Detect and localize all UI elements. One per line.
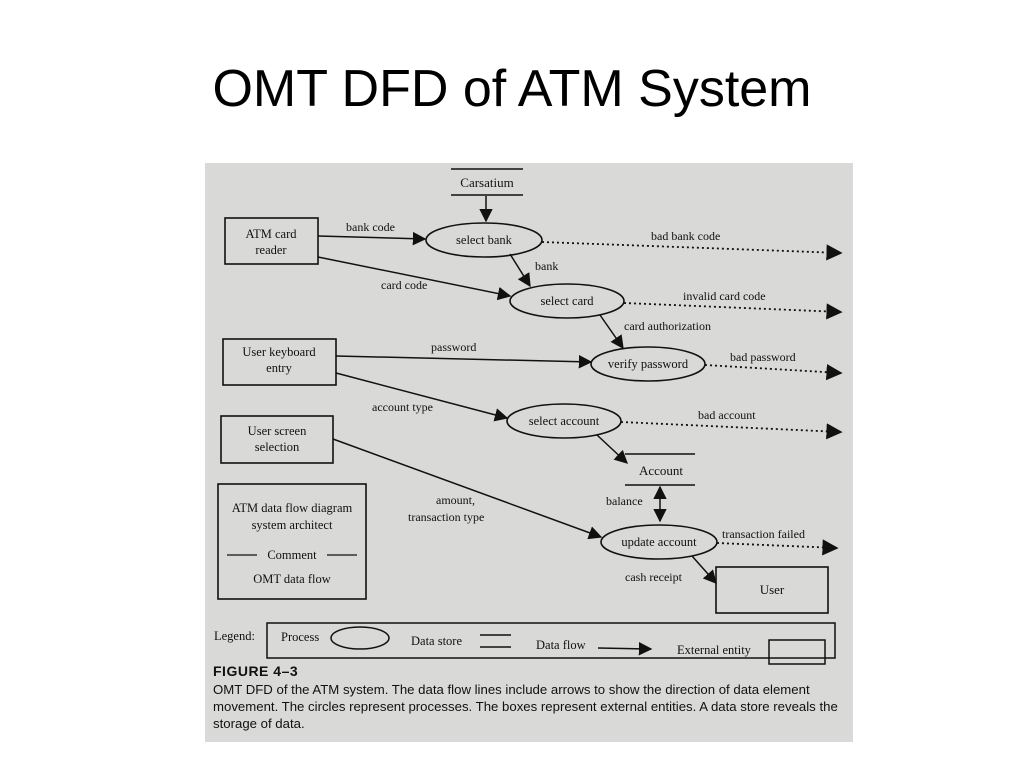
label-bank: bank [535, 259, 558, 273]
title-box: ATM data flow diagram system architect C… [217, 483, 367, 600]
entity-screen-line1: User screen [248, 424, 307, 438]
label-invalid-card-code: invalid card code [683, 289, 766, 303]
entity-user-label: User [760, 582, 785, 597]
legend-process-symbol [330, 626, 390, 650]
label-cash-receipt: cash receipt [625, 570, 683, 584]
figure-scan: Carsatium ATM card reader User keyboard … [205, 163, 853, 742]
title-box-line2: system architect [252, 518, 333, 532]
entity-card-reader-line1: ATM card [245, 227, 297, 241]
legend-external-entity-symbol [768, 639, 826, 665]
figure-caption-text: OMT DFD of the ATM system. The data flow… [213, 682, 838, 731]
legend-data-flow-label: Data flow [536, 638, 586, 652]
process-select-account-label: select account [529, 414, 600, 428]
label-transaction-failed: transaction failed [722, 527, 805, 541]
flow-bank [509, 253, 531, 288]
flow-password [335, 354, 593, 369]
title-box-comment: Comment [267, 548, 317, 562]
process-select-bank-label: select bank [456, 233, 513, 247]
flow-card-code [317, 256, 512, 301]
title-box-footer: OMT data flow [253, 572, 331, 586]
process-update-account-label: update account [621, 535, 697, 549]
flow-amount-transaction [332, 438, 603, 540]
entity-card-reader: ATM card reader [224, 217, 319, 265]
entity-screen-line2: selection [255, 440, 300, 454]
process-update-account: update account [600, 524, 718, 560]
legend-process-label: Process [281, 630, 319, 644]
process-verify-password: verify password [590, 346, 706, 382]
entity-keyboard-line2: entry [266, 361, 292, 375]
label-card-code: card code [381, 278, 427, 292]
flow-card-authorization [599, 314, 624, 350]
label-bad-password: bad password [730, 350, 796, 364]
store-consortium: Carsatium [451, 168, 523, 196]
label-balance: balance [606, 494, 643, 508]
process-select-bank: select bank [425, 222, 543, 258]
entity-card-reader-line2: reader [255, 243, 287, 257]
entity-keyboard-line1: User keyboard [242, 345, 316, 359]
label-bank-code: bank code [346, 220, 395, 234]
legend: Legend: Process Data store Data flow Ext… [214, 622, 836, 665]
label-account-type: account type [372, 400, 433, 414]
label-password: password [431, 340, 476, 354]
process-select-card: select card [509, 283, 625, 319]
process-select-account: select account [506, 403, 622, 439]
flow-bank-code [317, 231, 427, 246]
flow-to-account-store [596, 434, 628, 464]
flow-bad-account [620, 421, 843, 440]
label-bad-account: bad account [698, 408, 756, 422]
flow-invalid-card-code [623, 302, 843, 320]
legend-data-store-label: Data store [411, 634, 462, 648]
store-consortium-label: Carsatium [460, 175, 513, 190]
label-transaction-type: transaction type [408, 510, 484, 524]
title-box-line1: ATM data flow diagram [232, 501, 353, 515]
process-verify-password-label: verify password [608, 357, 689, 371]
figure-label: FIGURE 4–3 [213, 663, 299, 679]
legend-external-entity-label: External entity [677, 643, 752, 657]
legend-label: Legend: [214, 629, 255, 643]
flow-cash-receipt [691, 555, 717, 585]
store-account-label: Account [639, 463, 683, 478]
entity-user: User [715, 566, 829, 614]
slide-title: OMT DFD of ATM System [212, 60, 812, 118]
store-account: Account [625, 453, 695, 486]
dfd-diagram: Carsatium ATM card reader User keyboard … [214, 168, 843, 665]
label-bad-bank-code: bad bank code [651, 229, 720, 243]
entity-user-keyboard: User keyboard entry [222, 338, 337, 386]
flow-bad-password [704, 364, 843, 381]
flow-account-type [335, 372, 509, 422]
flow-bad-bank-code [541, 241, 843, 261]
process-select-card-label: select card [540, 294, 594, 308]
label-card-authorization: card authorization [624, 319, 711, 333]
label-amount: amount, [436, 493, 475, 507]
legend-data-flow-symbol [597, 642, 653, 656]
entity-user-screen: User screen selection [220, 415, 334, 464]
figure-caption: FIGURE 4–3 OMT DFD of the ATM system. Th… [213, 663, 841, 732]
flow-transaction-failed [716, 539, 839, 556]
